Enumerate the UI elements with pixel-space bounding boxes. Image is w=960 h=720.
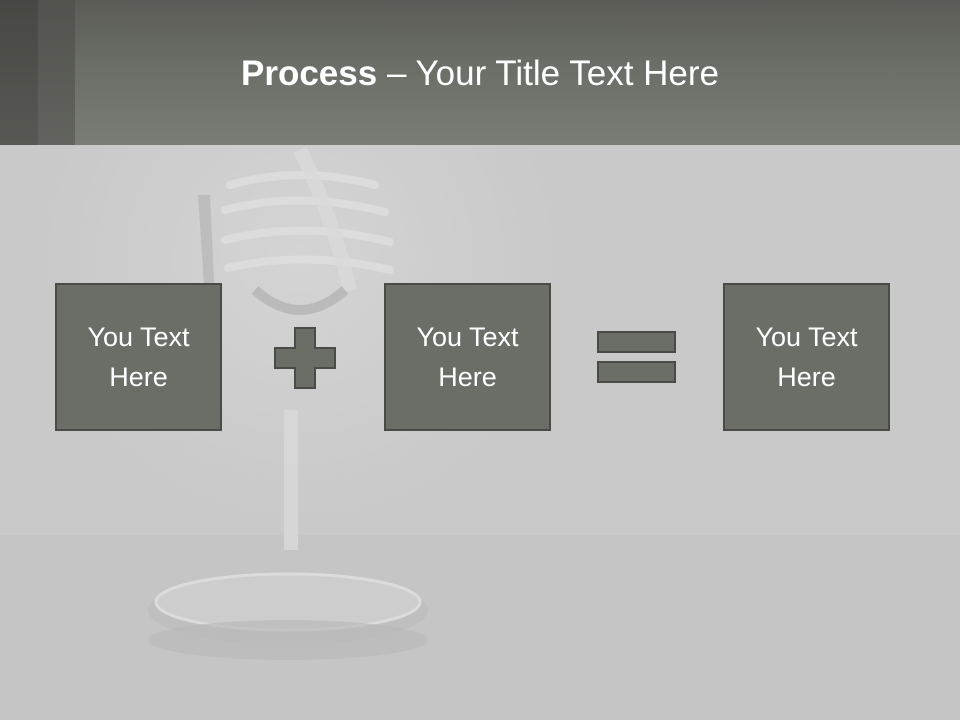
plus-icon — [274, 327, 336, 389]
process-box-1-text: You Text Here — [87, 322, 190, 392]
process-box-3: You Text Here — [723, 283, 890, 431]
process-box-1: You Text Here — [55, 283, 222, 431]
equals-icon — [597, 331, 676, 383]
process-box-2: You Text Here — [384, 283, 551, 431]
title-bar: Process – Your Title Text Here — [0, 0, 960, 145]
process-box-3-text: You Text Here — [755, 322, 858, 392]
process-box-2-text: You Text Here — [416, 322, 519, 392]
title-rest: – Your Title Text Here — [377, 54, 719, 93]
slide-title: Process – Your Title Text Here — [0, 52, 960, 96]
microphone-background-image — [0, 145, 960, 720]
accent-strip — [38, 0, 75, 145]
title-bold: Process — [241, 54, 378, 93]
accent-strip-dark — [0, 0, 38, 145]
